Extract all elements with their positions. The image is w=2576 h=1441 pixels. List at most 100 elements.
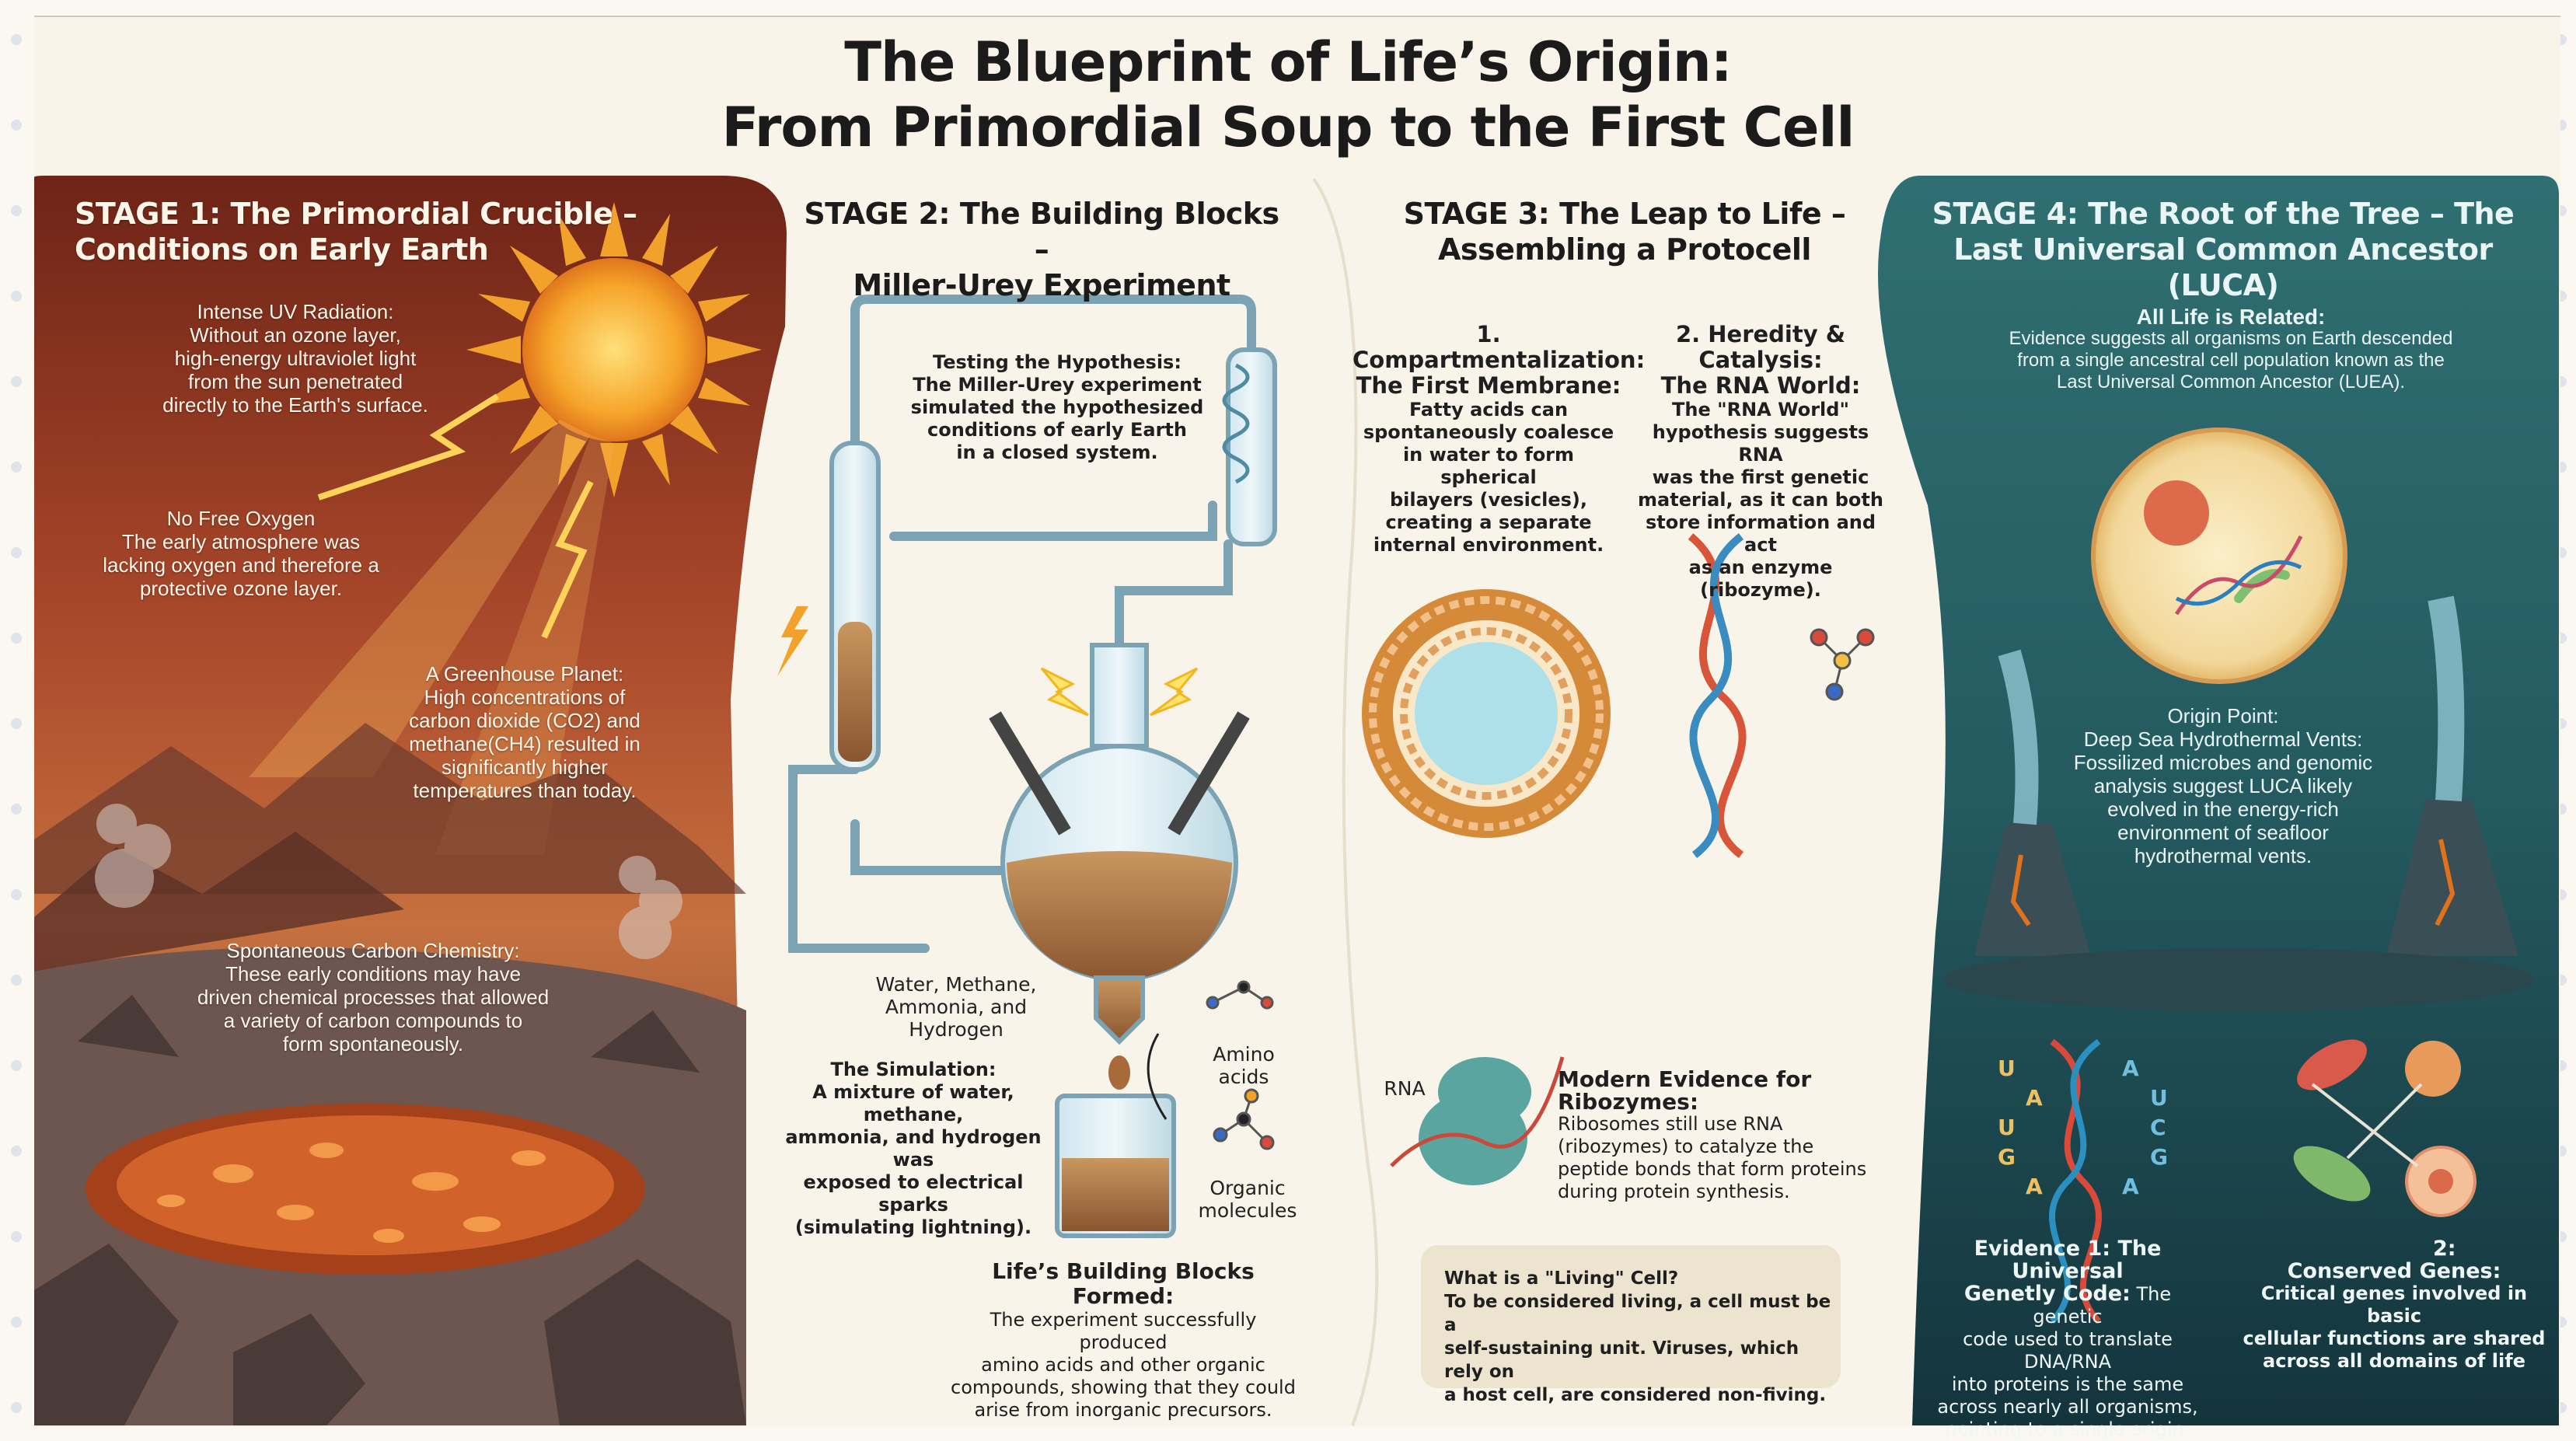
rail-dot [11, 1060, 22, 1071]
carbon-line: form spontaneously. [282, 1032, 464, 1055]
base-letter: U [1998, 1055, 2016, 1081]
membrane-line: creating a separate [1385, 511, 1592, 533]
greenhouse-title: A Greenhouse Planet: [425, 662, 624, 686]
rail-dot [11, 547, 22, 558]
hypothesis-line: conditions of early Earth [927, 419, 1187, 441]
origin-line: Fossilized microbes and genomic [2073, 751, 2373, 774]
uv-title: Intense UV Radiation: [197, 300, 394, 323]
hypothesis-line: simulated the hypothesized [910, 396, 1204, 418]
rail-dot [11, 804, 22, 815]
evidence1-line: pointing to a single origin. [1945, 1418, 2190, 1440]
related-title: All Life is Related: [2136, 305, 2326, 329]
stage3-living-block: What is a "Living" Cell? To be considere… [1444, 1267, 1833, 1407]
base-letter: A [2122, 1174, 2139, 1199]
ribozymes-line: (ribozymes) to catalyze the [1558, 1136, 1814, 1157]
rna-label: RNA [1384, 1077, 1426, 1100]
heredity-line: The "RNA World" [1672, 399, 1849, 420]
rail-dot [11, 291, 22, 302]
rail-dot [11, 1317, 22, 1328]
hypothesis-line: The Miller-Urey experiment [913, 374, 1202, 396]
simulation-line: ammonia, and hydrogen was [785, 1126, 1042, 1171]
stage3-heredity-block: 2. Heredity & Catalysis: The RNA World: … [1632, 322, 1889, 602]
carbon-title: Spontaneous Carbon Chemistry: [226, 939, 520, 962]
membrane-line: spontaneously coalesce [1363, 421, 1614, 443]
evidence1-line: code used to translate DNA/RNA [1963, 1328, 2173, 1373]
bases-right: A U C G A [2122, 1054, 2169, 1202]
evidence1-line: across nearly all organisms, [1937, 1396, 2198, 1418]
heredity-line: hypothesis suggests RNA [1652, 421, 1869, 466]
oxygen-title: No Free Oxygen [166, 507, 316, 530]
heredity-line: was the first genetic [1652, 466, 1869, 488]
oxygen-line: lacking oxygen and therefore a [103, 553, 379, 577]
ribozymes-line: during protein synthesis. [1558, 1181, 1790, 1202]
origin-line: evolved in the energy-rich [2107, 797, 2339, 821]
stage3-heading-line-2: Assembling a Protocell [1438, 232, 1811, 267]
uv-line: high-energy ultraviolet light [174, 347, 417, 370]
stage4-heading-line-2: Last Universal Common Ancestor (LUCA) [1953, 232, 2493, 302]
sun-icon [466, 202, 762, 497]
beaker-icon [1055, 1094, 1176, 1238]
rail-dot [11, 34, 22, 45]
stage4-evidence2-block: 2: Conserved Genes: Critical genes invol… [2239, 1237, 2550, 1373]
evidence2-line: cellular functions are shared [2243, 1328, 2546, 1349]
origin-line: analysis suggest LUCA likely [2093, 774, 2353, 797]
stage2-hypothesis-block: Testing the Hypothesis: The Miller-Urey … [902, 351, 1213, 464]
evidence2-title-line-1: 2: [2433, 1237, 2456, 1261]
living-cell-note-box [1421, 1245, 1841, 1388]
evidence2-line: Critical genes involved in basic [2260, 1282, 2528, 1327]
rail-dot [11, 205, 22, 216]
formed-line: amino acids and other organic [981, 1354, 1265, 1376]
rna-helix-icon [1688, 533, 1747, 858]
stage1-carbon-block: Spontaneous Carbon Chemistry: These earl… [155, 939, 591, 1055]
lightning-bolt-icon [317, 393, 500, 501]
stage3-heading-line-1: STAGE 3: The Leap to Life – [1403, 197, 1846, 231]
stage1-oxygen-block: No Free Oxygen The early atmosphere was … [47, 507, 435, 600]
title-line-2: From Primordial Soup to the First Cell [721, 96, 1855, 159]
stage3-ribozymes-block: Modern Evidence for Ribozymes: Ribosomes… [1558, 1068, 1900, 1203]
base-letter: G [1998, 1144, 2016, 1170]
simulation-title: The Simulation: [830, 1059, 997, 1080]
water-label-line: Water, Methane, [875, 973, 1037, 996]
stage4-panel [1878, 176, 2559, 1425]
evidence1-title-line-2: Genetly Code: [1963, 1282, 2131, 1306]
uv-line: from the sun penetrated [187, 370, 403, 393]
water-label-line: Ammonia, and [885, 996, 1028, 1018]
evidence2-title-line-2: Conserved Genes: [2287, 1259, 2501, 1283]
stage1-heading: STAGE 1: The Primordial Crucible – Condi… [75, 196, 696, 267]
rail-dot [11, 462, 22, 473]
membrane-title-line-2: The First Membrane: [1356, 372, 1621, 399]
stage3-membrane-block: 1. Compartmentalization: The First Membr… [1353, 322, 1645, 557]
stage4-evidence1-block: Evidence 1: The Universal Genetly Code: … [1935, 1237, 2200, 1441]
base-letter: A [2026, 1174, 2043, 1199]
bases-left: U A U G A [1998, 1054, 2044, 1202]
stage4-heading: STAGE 4: The Root of the Tree – The Last… [1912, 196, 2534, 303]
membrane-line: in water to form spherical [1402, 444, 1575, 488]
title-line-1: The Blueprint of Life’s Origin: [844, 30, 1732, 94]
living-line: self-sustaining unit. Viruses, which rel… [1444, 1338, 1799, 1382]
organic-label-line: Organic [1209, 1177, 1286, 1199]
amino-acid-molecule-icon [1206, 980, 1274, 1010]
heredity-title-line-2: The RNA World: [1660, 372, 1861, 399]
related-line: Evidence suggests all organisms on Earth… [2009, 328, 2453, 349]
evidence2-line: across all domains of life [2263, 1350, 2525, 1372]
ribozymes-title: Modern Evidence for Ribozymes: [1558, 1066, 1812, 1115]
oxygen-line: The early atmosphere was [121, 530, 361, 553]
stage4-related-block: All Life is Related: Evidence suggests a… [1959, 306, 2503, 393]
greenhouse-line: methane(CH4) resulted in [409, 732, 641, 755]
organic-molecules-label: Organic molecules [1189, 1177, 1306, 1222]
amino-label-line: Amino [1213, 1043, 1275, 1066]
stage2-simulation-block: The Simulation: A mixture of water, meth… [770, 1059, 1057, 1239]
ribosome-icon [1390, 1056, 1565, 1185]
base-letter: G [2150, 1144, 2168, 1170]
base-letter: U [2150, 1085, 2168, 1111]
simulation-line: exposed to electrical sparks [803, 1171, 1024, 1216]
simulation-line: A mixture of water, methane, [812, 1081, 1014, 1125]
base-letter: C [2150, 1115, 2166, 1140]
ribozymes-line: peptide bonds that form proteins [1558, 1158, 1867, 1180]
formed-line: arise from inorganic precursors. [974, 1399, 1272, 1421]
stage2-heading: STAGE 2: The Building Blocks – Miller-Ur… [793, 196, 1290, 303]
rail-dot [11, 120, 22, 131]
hydrothermal-vent-icon [1974, 595, 2518, 956]
stage1-heading-line-2: Conditions on Early Earth [75, 232, 489, 267]
formed-line: The experiment successfully produced [990, 1309, 1257, 1353]
